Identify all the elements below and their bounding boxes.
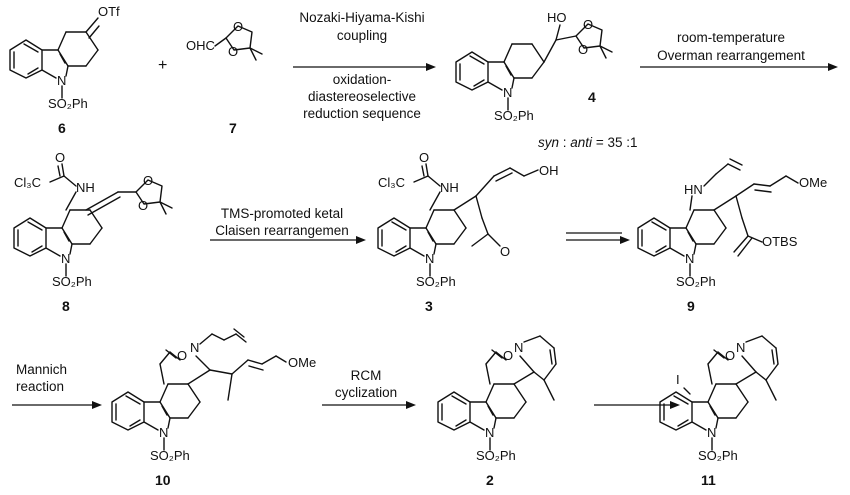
bridge-carbonyl-oxygen: O [725,348,735,363]
arrow1-condition-bottom3: reduction sequence [303,106,421,121]
arrow5-condition-top1: Mannich [16,362,67,377]
arrow-iodination [594,401,680,409]
so2ph-group: SO₂Ph [52,274,92,289]
n-atom: N [159,425,168,440]
carbonyl-oxygen: O [55,150,65,165]
compound-9: HN OMe OTBS N SO₂Ph 9 [637,158,827,314]
ketone-oxygen: O [500,244,510,259]
arrow3-condition-top1: TMS-promoted ketal [221,206,343,221]
compound-11: I O N N SO₂Ph 11 [659,335,779,488]
nh-group: NH [76,180,95,195]
arrow1-condition-bottom1: oxidation- [333,72,392,87]
compound-6: OTf N SO₂Ph 6 [9,4,120,136]
compound-label-9: 9 [687,298,695,314]
otbs-group: OTBS [762,234,798,249]
otf-group: OTf [98,4,120,19]
so2ph-group: SO₂Ph [416,274,456,289]
so2ph-group: SO₂Ph [698,448,738,463]
compound-8: NH O Cl₃C O O N SO₂Ph 8 [13,150,173,314]
compound-label-10: 10 [155,472,171,488]
nh-group: NH [440,180,459,195]
ring-oxygen-1: O [583,17,593,32]
bridge-carbonyl-oxygen: O [503,348,513,363]
n-atom: N [425,251,434,266]
n-atom: N [61,251,70,266]
diastereomer-ratio: syn : anti = 35 :1 [538,135,637,150]
ring-oxygen-2: O [138,198,148,213]
trichloromethyl-group: Cl₃C [14,175,41,190]
ring-oxygen-1: O [143,173,153,188]
arrow6-condition-top1: RCM [351,368,382,383]
amine-n-atom: N [190,340,199,355]
arrow-overman: room-temperature Overman rearrangement [640,30,838,71]
arrow3-condition-top2: Claisen rearrangemen [215,223,349,238]
compound-7: OHC O O 7 [186,19,263,136]
arrow-rcm: RCM cyclization [322,368,416,409]
arrow1-condition-bottom2: diastereoselective [308,89,416,104]
arrow-mannich: Mannich reaction [12,362,102,409]
so2ph-group: SO₂Ph [676,274,716,289]
arrow2-condition-top2: Overman rearrangement [657,48,805,63]
methoxy-group: OMe [288,355,316,370]
arrow2-condition-top1: room-temperature [677,30,785,45]
arrow-claisen: TMS-promoted ketal Claisen rearrangemen [210,206,366,244]
iodo-substituent: I [676,372,680,387]
bridge-carbonyl-oxygen: O [177,348,187,363]
compound-label-8: 8 [62,298,70,314]
arrow-multistep [566,232,630,244]
ring-oxygen-2: O [578,42,588,57]
compound-label-11: 11 [701,472,716,488]
arrow5-condition-top2: reaction [16,379,64,394]
so2ph-group: SO₂Ph [476,448,516,463]
compound-10: O N OMe N SO₂Ph 10 [111,328,316,488]
hydroxyl-group: OH [539,163,559,178]
arrow6-condition-top2: cyclization [335,385,397,400]
arrow1-condition-top: Nozaki-Hiyama-Kishi [299,10,424,25]
n-atom: N [685,251,694,266]
so2ph-group: SO₂Ph [150,448,190,463]
n-atom: N [503,85,512,100]
amine-n-atom: N [514,340,523,355]
compound-2: O N N SO₂Ph 2 [437,335,557,488]
compound-label-4: 4 [588,89,596,105]
so2ph-group: SO₂Ph [48,96,88,111]
compound-label-6: 6 [58,120,66,136]
ring-oxygen-1: O [233,19,243,34]
compound-label-3: 3 [425,298,433,314]
n-atom: N [707,425,716,440]
arrow1-condition-top2: coupling [337,28,387,43]
compound-label-7: 7 [229,120,237,136]
arrow-nhk-coupling: Nozaki-Hiyama-Kishi coupling oxidation- … [293,10,436,121]
n-atom: N [57,73,66,88]
hydroxyl-group: HO [547,10,567,25]
amine-n-atom: N [736,340,745,355]
aldehyde-group: OHC [186,38,215,53]
compound-3: NH O Cl₃C OH O N SO₂Ph 3 [377,150,559,314]
ring-oxygen-2: O [228,44,238,59]
compound-4: HO O O N SO₂Ph 4 syn : anti = 35 :1 [455,10,637,150]
methoxy-group: OMe [799,175,827,190]
trichloromethyl-group: Cl₃C [378,175,405,190]
hn-group: HN [684,182,703,197]
n-atom: N [485,425,494,440]
carbonyl-oxygen: O [419,150,429,165]
plus-sign: + [158,57,167,74]
compound-label-2: 2 [486,472,494,488]
so2ph-group: SO₂Ph [494,108,534,123]
